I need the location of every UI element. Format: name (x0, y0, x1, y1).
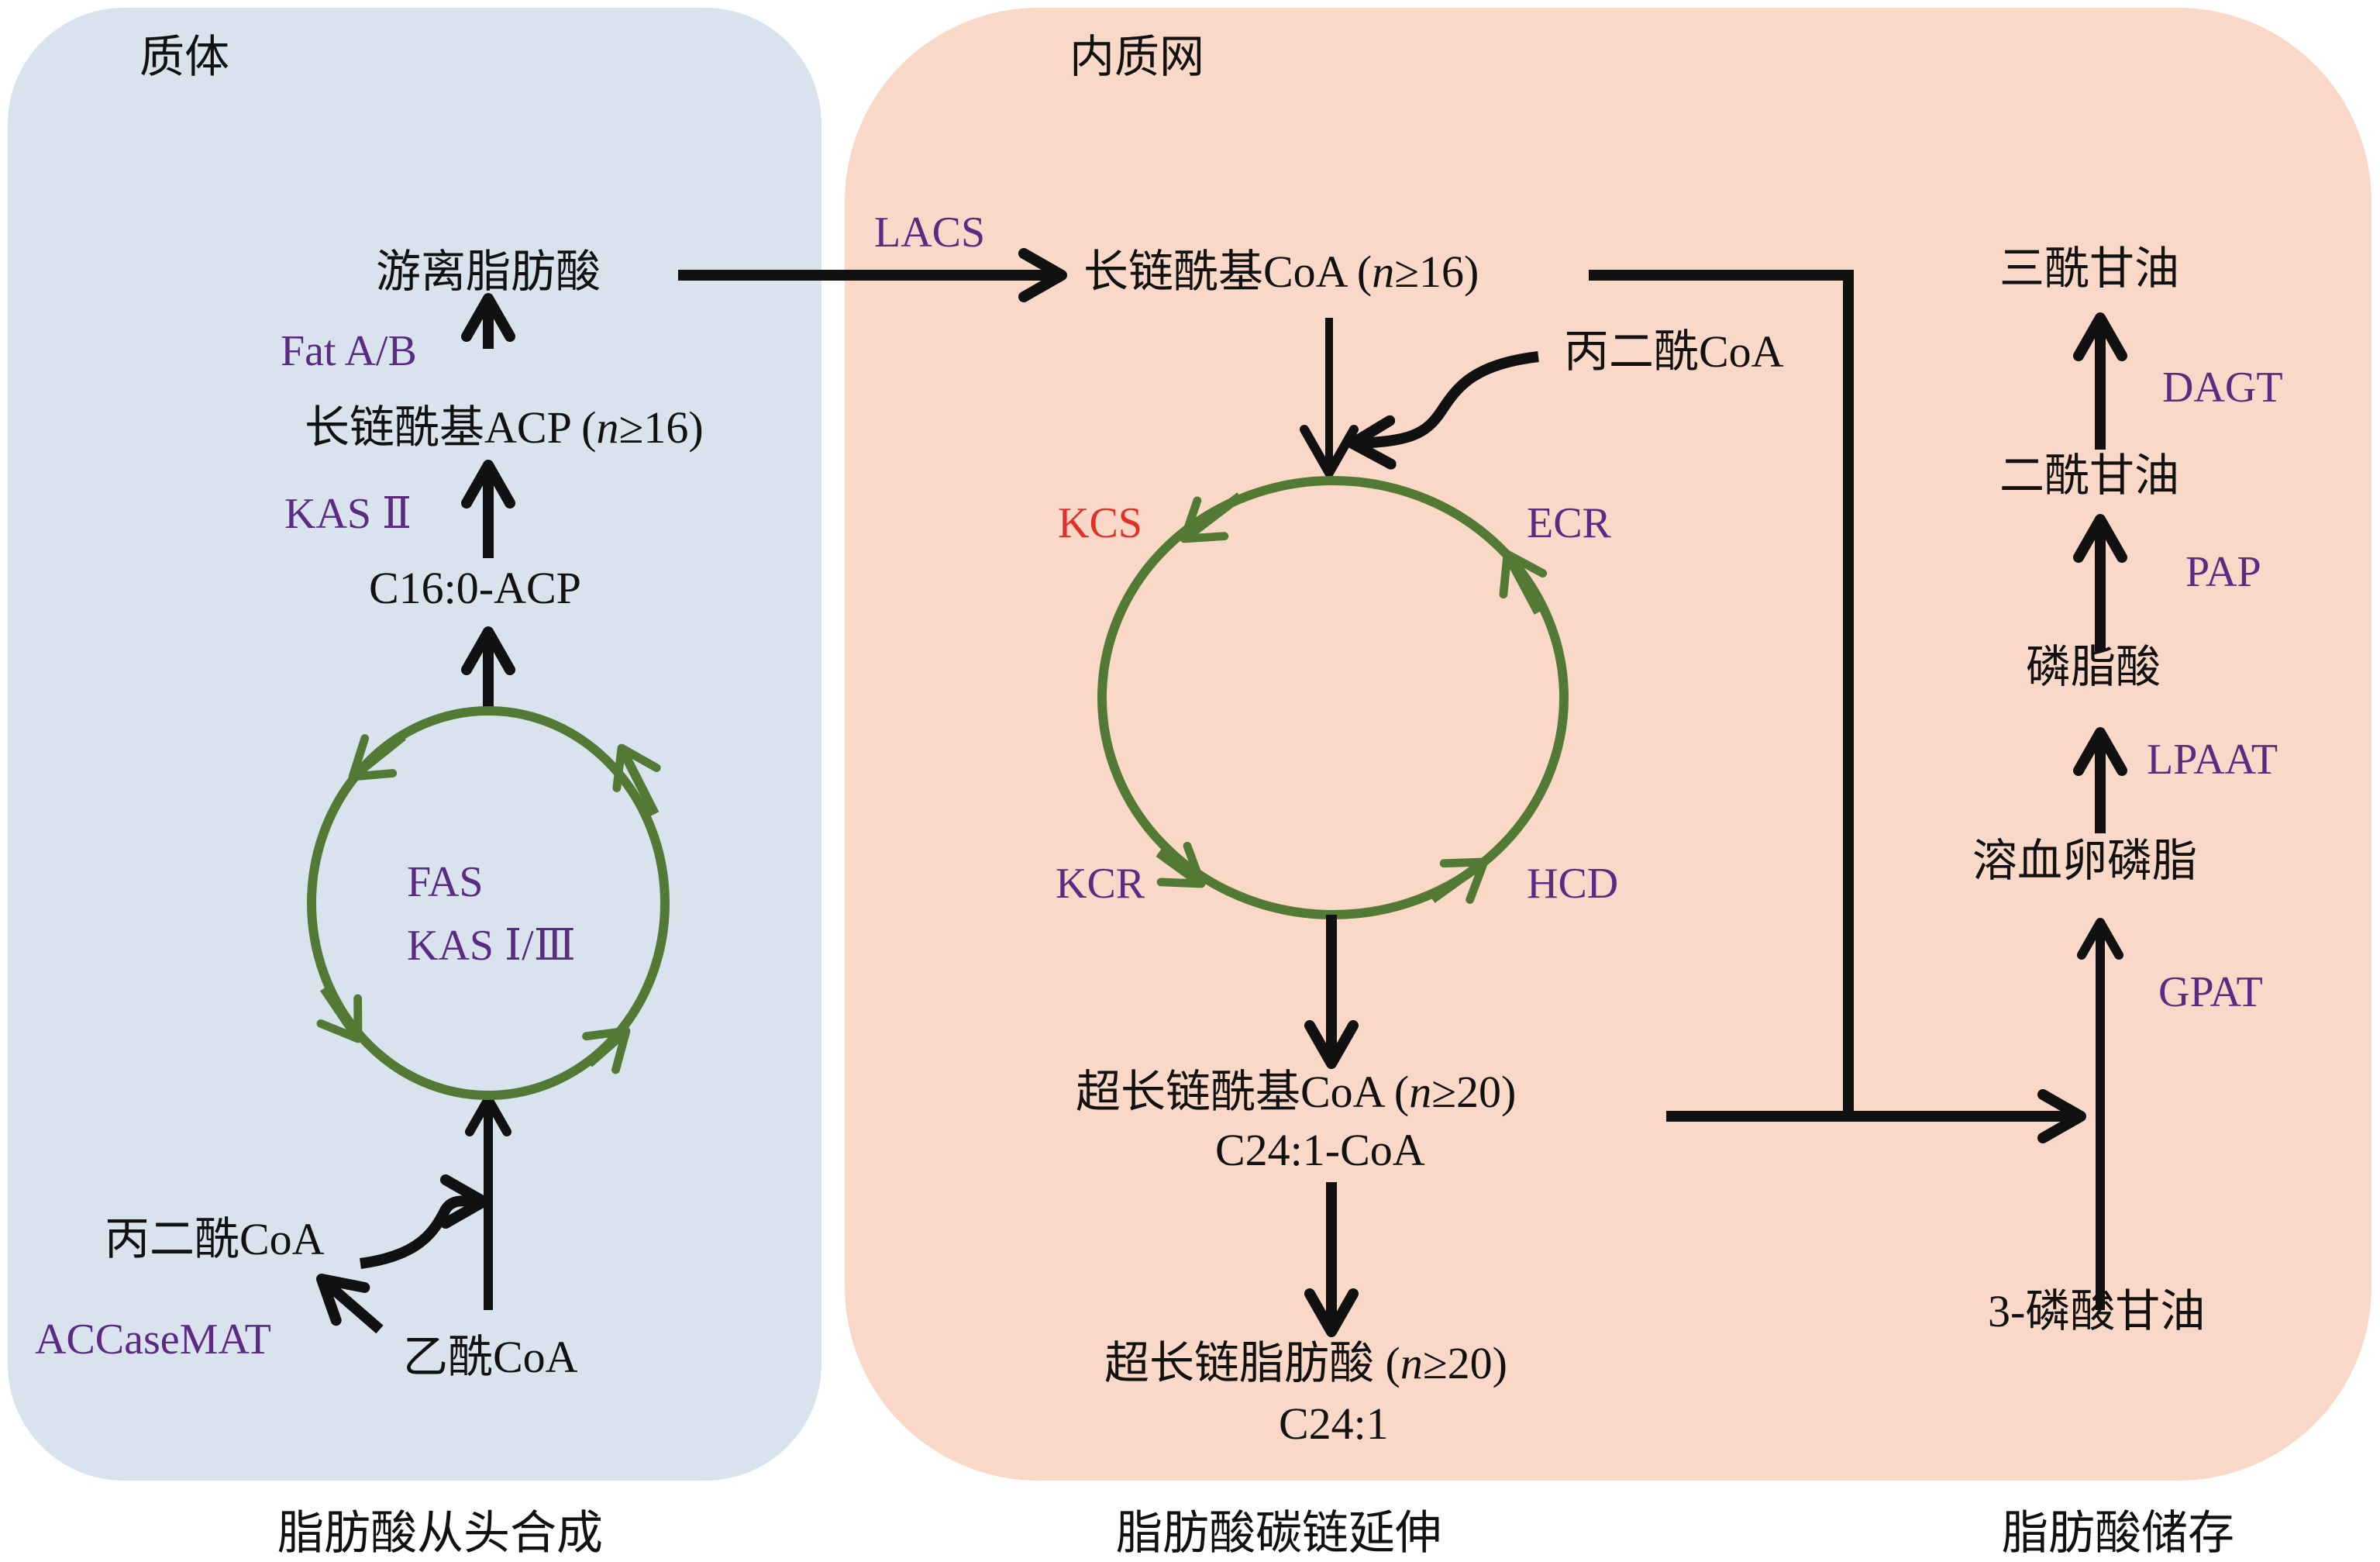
phosphatidic-acid: 磷脂酸 (2026, 642, 2161, 692)
arrow-er-malonyl (1347, 351, 1539, 470)
caption-storage: 脂肪酸储存 (2002, 1508, 2234, 1559)
vlc-acyl-coa-var: n (1409, 1067, 1432, 1117)
lc-acyl-acp-text: 长链酰基ACP ( (305, 402, 597, 453)
vlcfa-var: n (1400, 1338, 1423, 1388)
diacylglycerol: 二酰甘油 (1999, 450, 2180, 501)
elong-cycle-arrow-hcd (1429, 857, 1489, 904)
er-malonyl-coa: 丙二酰CoA (1564, 326, 1784, 377)
caption-chain-elongation: 脂肪酸碳链延伸 (1116, 1508, 1441, 1559)
connector-lcacyl-to-storage (1589, 270, 1854, 1116)
enzyme-pap: PAP (2185, 548, 2261, 596)
vlcfa-text: 超长链脂肪酸 ( (1104, 1338, 1400, 1388)
plastid-label: 质体 (139, 32, 230, 82)
plastid-compartment (8, 8, 821, 1481)
fas-cycle-arrow-bl (316, 985, 363, 1043)
free-fatty-acid: 游离脂肪酸 (376, 247, 601, 297)
c16-0-acp: C16:0-ACP (369, 563, 581, 613)
acetyl-coa: 乙酰CoA (403, 1332, 578, 1382)
enzyme-fat-ab: Fat A/B (281, 327, 417, 375)
enzyme-kcr: KCR (1056, 860, 1145, 908)
enzyme-accase-mat: ACCaseMAT (35, 1315, 271, 1364)
enzyme-lacs: LACS (874, 209, 986, 257)
lc-acyl-acp-rest: ≥16) (618, 402, 704, 453)
fas-cycle-arrow-tl (348, 733, 406, 781)
very-long-chain-fatty-acid: 超长链脂肪酸 (n≥20) (1104, 1341, 1507, 1386)
triacylglycerol: 三酰甘油 (1999, 243, 2180, 294)
c24-1-coa: C24:1-CoA (1215, 1125, 1425, 1175)
enzyme-lpaat: LPAAT (2147, 736, 2278, 784)
lc-acyl-coa-text: 长链酰基CoA ( (1083, 247, 1373, 297)
caption-de-novo-synthesis: 脂肪酸从头合成 (277, 1508, 603, 1559)
arrow-accase (316, 1274, 384, 1334)
elong-cycle-arrow-ecr (1499, 550, 1548, 615)
enzyme-gpat: GPAT (2158, 968, 2263, 1016)
fas-cycle (307, 706, 670, 1100)
enzyme-kas1-3: KAS Ⅰ/Ⅲ (407, 922, 576, 970)
er-label: 内质网 (1069, 32, 1205, 82)
enzyme-dagt: DAGT (2162, 364, 2283, 412)
vlc-acyl-coa-text: 超长链酰基CoA ( (1076, 1067, 1410, 1117)
enzyme-kas2: KAS Ⅱ (284, 490, 412, 538)
plastid-malonyl-coa: 丙二酰CoA (105, 1214, 325, 1264)
vlcfa-rest: ≥20) (1422, 1338, 1507, 1388)
elongation-cycle (1097, 476, 1569, 919)
elong-cycle-arrow-kcs (1180, 492, 1243, 543)
vlc-acyl-coa-rest: ≥20) (1431, 1067, 1517, 1117)
arrow-malonyl-to-chain (360, 1174, 489, 1269)
very-long-chain-acyl-coa: 超长链酰基CoA (n≥20) (1076, 1070, 1516, 1115)
fas-cycle-arrow-br (582, 1026, 631, 1074)
glycerol-3-phosphate: 3-磷酸甘油 (1988, 1286, 2206, 1336)
elong-cycle-arrow-kcr (1156, 841, 1206, 888)
enzyme-fas: FAS (407, 858, 484, 906)
enzyme-kcs: KCS (1058, 499, 1142, 547)
long-chain-acyl-acp: 长链酰基ACP (n≥16) (305, 405, 704, 450)
lc-acyl-coa-var: n (1372, 247, 1395, 297)
fas-cycle-arrow-tr (612, 743, 661, 816)
c24-1: C24:1 (1279, 1398, 1389, 1449)
long-chain-acyl-coa: 长链酰基CoA (n≥16) (1083, 250, 1479, 295)
lc-acyl-acp-var: n (596, 402, 619, 453)
lc-acyl-coa-rest: ≥16) (1394, 247, 1479, 297)
enzyme-hcd: HCD (1527, 860, 1619, 908)
enzyme-ecr: ECR (1527, 499, 1611, 547)
lysophosphatidic-acid: 溶血卵磷脂 (1972, 836, 2198, 886)
